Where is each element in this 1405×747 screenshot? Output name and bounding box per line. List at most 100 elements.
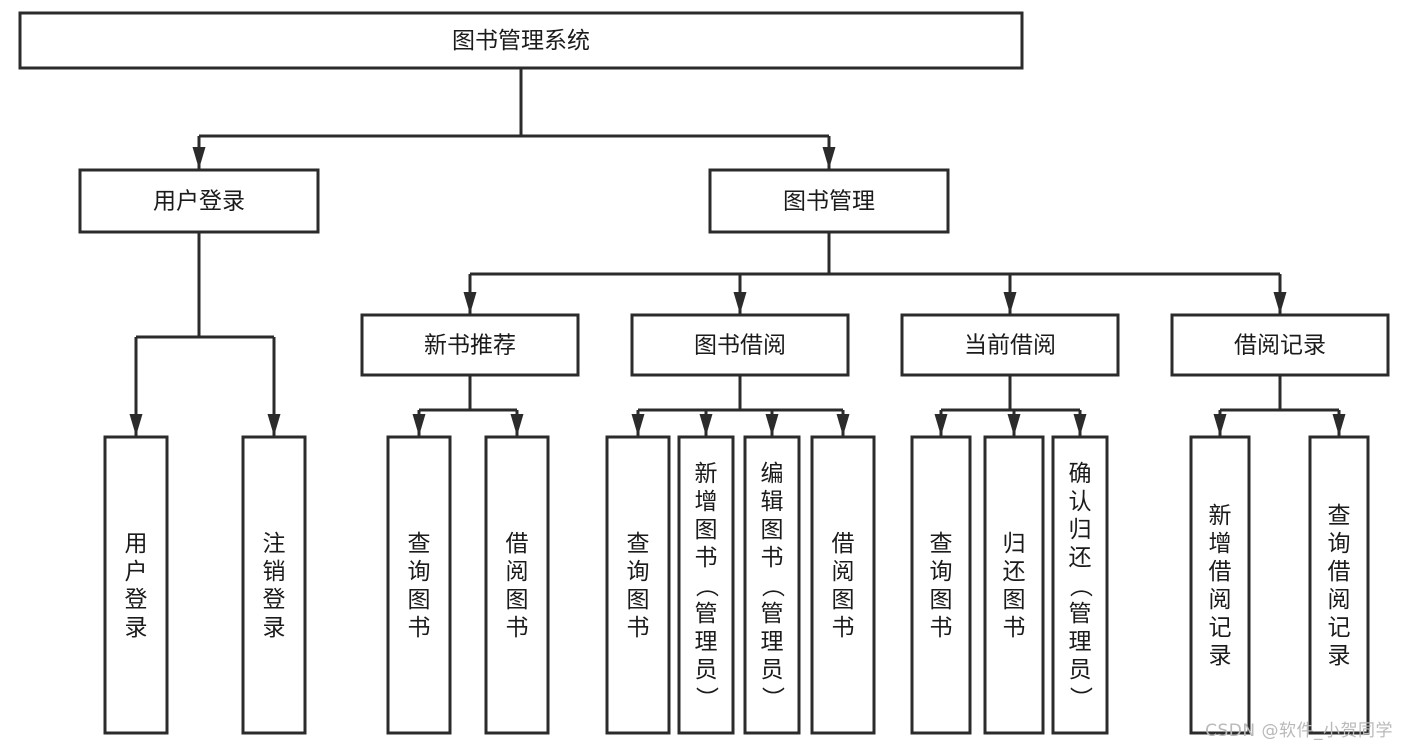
- node-label-char: 图: [761, 517, 784, 543]
- arrow-head-icon: [1213, 414, 1227, 436]
- node-box[interactable]: [1051, 435, 1109, 735]
- arrow-head-icon: [510, 414, 524, 436]
- node-label-char: 图: [408, 587, 431, 613]
- arrow-head-icon: [631, 414, 645, 436]
- node-label-char: 录: [125, 615, 148, 641]
- node-box[interactable]: [810, 435, 876, 735]
- node-l2-1[interactable]: 图书管理: [708, 168, 950, 234]
- node-label-char: 阅: [1328, 587, 1351, 613]
- arrow-head-icon: [192, 147, 206, 169]
- node-label-char: 书: [627, 615, 650, 641]
- node-box[interactable]: [910, 435, 972, 735]
- node-l3-0[interactable]: 新书推荐: [360, 313, 580, 377]
- node-l2-0[interactable]: 用户登录: [78, 168, 320, 234]
- node-label: 图书管理系统: [452, 28, 590, 54]
- node-box[interactable]: [18, 11, 1024, 70]
- arrow-head-icon: [463, 292, 477, 314]
- node-label-char: 借: [1328, 559, 1351, 585]
- node-box[interactable]: [78, 168, 320, 234]
- node-label: 新书推荐: [424, 333, 516, 359]
- node-box[interactable]: [360, 313, 580, 377]
- arrow-head-icon: [822, 147, 836, 169]
- node-box[interactable]: [743, 435, 801, 735]
- node-box[interactable]: [386, 435, 452, 735]
- nodes-layer: 图书管理系统用户登录图书管理新书推荐图书借阅当前借阅借阅记录用户登录注销登录查询…: [18, 11, 1390, 735]
- node-label-char: ）: [1067, 686, 1093, 709]
- node-label-char: 询: [408, 559, 431, 585]
- arrow-head-icon: [1007, 414, 1021, 436]
- node-box[interactable]: [983, 435, 1045, 735]
- node-l3-2[interactable]: 当前借阅: [900, 313, 1120, 377]
- node-label-char: （: [759, 574, 785, 597]
- node-box[interactable]: [900, 313, 1120, 377]
- node-label-char: 销: [263, 559, 286, 585]
- node-label-char: 用: [125, 531, 148, 557]
- node-label-char: 查: [930, 531, 953, 557]
- node-label-char: 认: [1069, 489, 1092, 515]
- node-label-char: 新: [695, 461, 718, 487]
- node-label-char: 归: [1003, 531, 1026, 557]
- node-box[interactable]: [677, 435, 735, 735]
- node-label-char: 员: [761, 657, 784, 683]
- node-label-char: ）: [693, 686, 719, 709]
- node-label-char: 还: [1069, 545, 1092, 571]
- node-label-char: 借: [1209, 559, 1232, 585]
- node-label-char: 辑: [761, 489, 784, 515]
- node-label-char: 书: [695, 545, 718, 571]
- node-label-char: 书: [1003, 615, 1026, 641]
- node-label-char: 图: [1003, 587, 1026, 613]
- node-box[interactable]: [484, 435, 550, 735]
- node-label-char: 查: [408, 531, 431, 557]
- node-l3-1[interactable]: 图书借阅: [630, 313, 850, 377]
- node-label-char: ）: [759, 686, 785, 709]
- node-leaf-0[interactable]: 用户登录: [103, 435, 169, 735]
- node-label-char: 借: [506, 531, 529, 557]
- node-label-char: 图: [506, 587, 529, 613]
- node-label-char: 登: [125, 587, 148, 613]
- node-label-char: 登: [263, 587, 286, 613]
- node-label-char: 借: [832, 531, 855, 557]
- node-root-0[interactable]: 图书管理系统: [18, 11, 1024, 70]
- node-box[interactable]: [605, 435, 671, 735]
- node-box[interactable]: [1308, 435, 1370, 735]
- node-label-char: 还: [1003, 559, 1026, 585]
- node-label-char: 书: [930, 615, 953, 641]
- node-box[interactable]: [241, 435, 307, 735]
- node-label-char: 归: [1069, 517, 1092, 543]
- edges-layer: [129, 68, 1346, 436]
- node-label-char: 理: [1069, 629, 1092, 655]
- node-label-char: 书: [506, 615, 529, 641]
- node-label-char: 询: [1328, 531, 1351, 557]
- node-box[interactable]: [1170, 313, 1390, 377]
- node-label-char: 录: [1209, 643, 1232, 669]
- arrow-head-icon: [699, 414, 713, 436]
- node-l3-3[interactable]: 借阅记录: [1170, 313, 1390, 377]
- arrow-head-icon: [733, 292, 747, 314]
- node-box[interactable]: [103, 435, 169, 735]
- arrow-head-icon: [1273, 292, 1287, 314]
- node-label-char: 理: [761, 629, 784, 655]
- node-box[interactable]: [630, 313, 850, 377]
- node-label-char: 查: [1328, 503, 1351, 529]
- csdn-watermark: CSDN @软件_小贺同学: [1205, 721, 1393, 741]
- node-label-char: 阅: [506, 559, 529, 585]
- node-label: 借阅记录: [1234, 333, 1326, 359]
- node-box[interactable]: [1189, 435, 1251, 735]
- node-label-char: 书: [761, 545, 784, 571]
- node-label-char: 理: [695, 629, 718, 655]
- node-box[interactable]: [708, 168, 950, 234]
- node-label-char: 户: [125, 559, 148, 585]
